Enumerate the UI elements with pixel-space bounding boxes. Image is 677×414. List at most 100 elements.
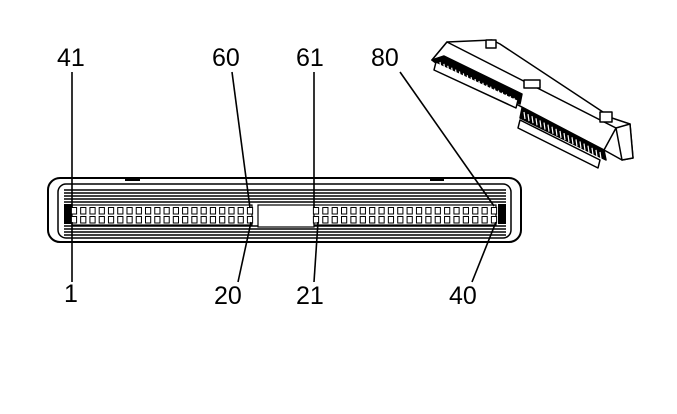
right-bank-bottom-pin <box>425 216 432 224</box>
leader-lines <box>71 71 497 283</box>
left-bank-top-pin <box>237 207 244 215</box>
iso-pin <box>462 73 465 81</box>
left-bank-bottom-pin <box>219 216 226 224</box>
right-bank-bottom-pin <box>341 216 348 224</box>
right-bank-bottom-pin <box>331 216 338 224</box>
right-bank-top-pin <box>322 207 329 215</box>
left-bank-bottom-pin <box>228 216 235 224</box>
left-bank-top-pin <box>154 207 161 215</box>
iso-pin <box>551 126 554 134</box>
right-bank-bottom-pin <box>322 216 329 224</box>
left-bank-bottom-pin <box>89 216 96 224</box>
left-bank-top-pin <box>172 207 179 215</box>
right-bank-bottom-pin <box>481 216 488 224</box>
right-bank-top-pin <box>490 207 498 215</box>
right-bank-bottom-pin <box>378 216 385 224</box>
iso-pin-row-right <box>523 111 602 160</box>
iso-pin <box>470 77 473 85</box>
iso-pin <box>497 90 501 98</box>
iso-pin <box>591 147 594 155</box>
iso-pin <box>513 97 516 106</box>
iso-pin <box>535 118 538 126</box>
right-bank-top-pin <box>369 207 376 215</box>
iso-pin <box>595 149 598 157</box>
left-bank-bottom-pin <box>237 216 244 224</box>
iso-pin <box>579 141 582 149</box>
iso-pin-row-left <box>439 61 516 106</box>
iso-pin <box>490 86 493 94</box>
right-bank-top-pin <box>472 207 479 215</box>
left-bank-top-pin <box>200 207 207 215</box>
iso-pin <box>531 116 534 124</box>
leader-21 <box>313 221 319 283</box>
right-bank-bottom-pin <box>472 216 479 224</box>
left-bank-bottom-pin <box>117 216 124 224</box>
right-bank-top-pin <box>434 207 441 215</box>
iso-pin <box>458 71 462 79</box>
iso-pin <box>599 151 602 160</box>
right-bank-bottom-pin <box>406 216 413 224</box>
pin-label-20: 20 <box>214 282 242 310</box>
right-bank-top-pin <box>359 207 366 215</box>
right-bank-bottom-pin <box>312 216 320 224</box>
iso-pin <box>486 84 489 92</box>
iso-pin <box>575 139 578 147</box>
left-bank-top-pin <box>107 207 115 215</box>
iso-pin <box>493 88 497 96</box>
leader-20 <box>237 221 252 283</box>
iso-pin <box>454 69 458 77</box>
right-bank-bottom-pin <box>415 216 423 224</box>
right-bank-bottom-pin <box>444 216 451 224</box>
iso-pin <box>443 63 446 71</box>
pin-label-21: 21 <box>296 282 324 310</box>
right-bank-top-pin <box>462 207 469 215</box>
iso-pin <box>505 94 508 102</box>
left-bank-top-pin <box>246 207 254 215</box>
iso-pin <box>447 65 450 73</box>
right-bank-top-pin <box>341 207 348 215</box>
left-bank-bottom-pin <box>182 216 189 224</box>
pin-bank-right <box>312 204 498 226</box>
iso-pin <box>583 143 586 151</box>
leader-60 <box>231 71 251 209</box>
right-bank-top-pin <box>444 207 451 215</box>
iso-pin <box>474 78 477 87</box>
right-bank-bottom-pin <box>359 216 366 224</box>
left-bank-bottom-pin <box>145 216 152 224</box>
iso-pin <box>527 114 530 122</box>
left-bank-bottom-pin <box>126 216 133 224</box>
left-bank-bottom-pin <box>107 216 115 224</box>
body-left-end <box>64 204 72 224</box>
right-bank-top-pin <box>331 207 338 215</box>
iso-pin <box>547 124 550 132</box>
left-bank-top-pin <box>145 207 152 215</box>
left-bank-frame <box>71 204 253 226</box>
left-bank-top-pin <box>89 207 96 215</box>
right-bank-bottom-pin <box>490 216 498 224</box>
pin-label-1: 1 <box>64 280 78 308</box>
pin-label-41: 41 <box>57 44 85 72</box>
right-bank-bottom-pin <box>453 216 460 224</box>
right-bank-top-pin <box>406 207 413 215</box>
right-bank-bottom-pin <box>434 216 441 224</box>
left-bank-top-pin <box>191 207 198 215</box>
right-bank-frame <box>313 204 497 226</box>
left-bank-bottom-pin <box>154 216 161 224</box>
left-bank-top-pin <box>126 207 133 215</box>
right-bank-top-pin <box>453 207 460 215</box>
iso-pin <box>567 135 570 143</box>
left-bank-top-pin <box>163 207 170 215</box>
iso-pin <box>559 130 562 139</box>
iso-pin <box>543 122 546 130</box>
pin-label-61: 61 <box>296 44 324 72</box>
pin-bank-left <box>70 204 254 226</box>
iso-pin <box>466 75 469 83</box>
right-bank-bottom-pin <box>397 216 404 224</box>
left-bank-bottom-pin <box>209 216 217 224</box>
left-bank-top-pin <box>80 207 87 215</box>
right-bank-top-pin <box>481 207 488 215</box>
connector-body-stripes <box>64 189 506 236</box>
right-bank-top-pin <box>425 207 432 215</box>
pin-label-80: 80 <box>371 44 399 72</box>
